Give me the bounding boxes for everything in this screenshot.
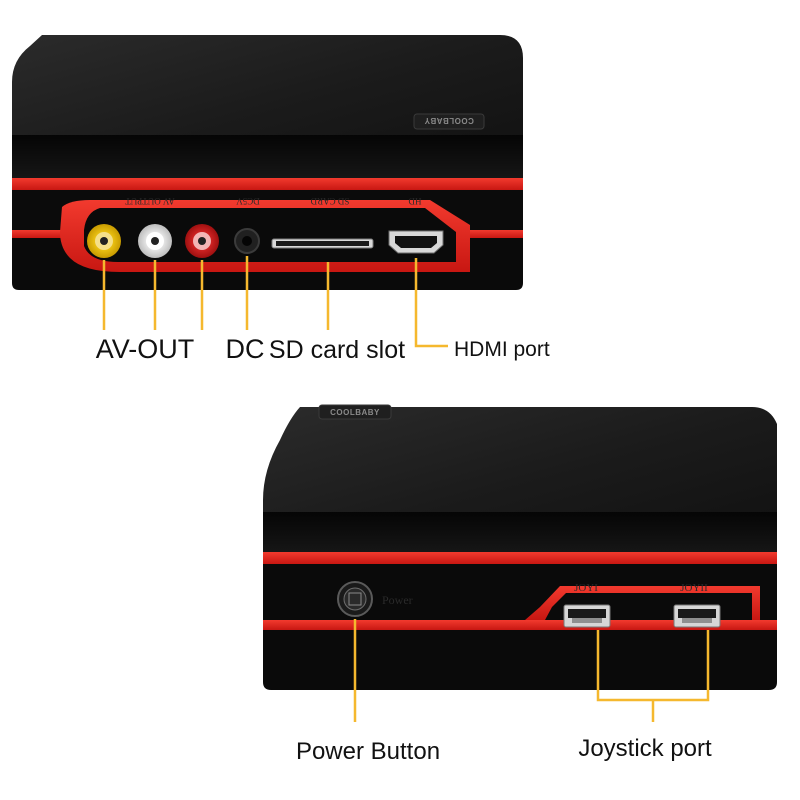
hdmi-port[interactable] [388, 230, 444, 254]
bottom-callout-lines [353, 619, 710, 722]
bottom-brand-plate [318, 404, 392, 420]
hd-print: HD [408, 196, 421, 206]
av-output-print: AV OUTPUT [125, 196, 175, 206]
power-button[interactable] [337, 581, 373, 617]
dc-power-jack[interactable] [234, 228, 260, 254]
joy2-print: JOYII [680, 582, 708, 594]
power-print: Power [382, 593, 413, 607]
joystick-port-2[interactable] [673, 604, 721, 628]
brand-label: COOLBABY [424, 116, 474, 125]
rca-white-jack[interactable] [138, 224, 172, 258]
callout-sd-card-slot: SD card slot [269, 336, 405, 364]
brand-plate [413, 113, 485, 130]
callout-dc: DC [226, 334, 265, 364]
top-callout-lines [102, 256, 448, 348]
callout-power-button: Power Button [296, 738, 440, 765]
bottom-brand-label: COOLBABY [330, 408, 380, 417]
top-red-band [12, 178, 523, 190]
callout-joystick-port: Joystick port [578, 735, 712, 762]
sd-card-slot[interactable] [271, 238, 374, 249]
callout-av-out: AV-OUT [96, 334, 195, 364]
dc5v-print: DC5V [236, 196, 260, 206]
rca-yellow-jack[interactable] [87, 224, 121, 258]
top-device: COOLBABY AV OUTPUT DC5V SD CARD HD [12, 35, 550, 364]
joystick-port-1[interactable] [563, 604, 611, 628]
joy1-print: JOYI [574, 582, 598, 594]
rca-red-jack[interactable] [185, 224, 219, 258]
callout-hdmi-port: HDMI port [454, 338, 550, 361]
sd-card-print: SD CARD [310, 196, 349, 206]
bottom-device: COOLBABY Power JOYI JOYII [263, 404, 777, 765]
